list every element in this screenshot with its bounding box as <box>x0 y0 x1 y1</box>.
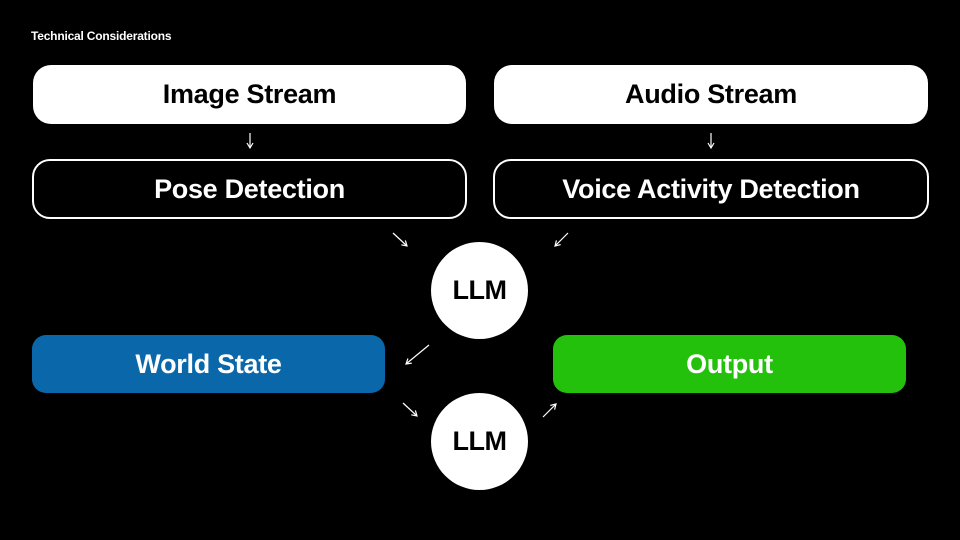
llm-bottom-node: LLM <box>431 393 528 490</box>
arrow-world-state-to-llm <box>402 402 418 417</box>
slide-title: Technical Considerations <box>31 29 172 43</box>
arrow-llm-to-world-state <box>405 344 430 365</box>
llm-top-node: LLM <box>431 242 528 339</box>
voice-activity-detection-box: Voice Activity Detection <box>493 159 929 219</box>
arrow-pose-to-llm <box>392 232 408 247</box>
output-box: Output <box>553 335 906 393</box>
world-state-box: World State <box>32 335 385 393</box>
arrow-llm-to-output <box>542 403 557 418</box>
audio-stream-box: Audio Stream <box>494 65 928 124</box>
arrow-voice-to-llm <box>554 232 569 247</box>
pose-detection-box: Pose Detection <box>32 159 467 219</box>
image-stream-box: Image Stream <box>33 65 466 124</box>
